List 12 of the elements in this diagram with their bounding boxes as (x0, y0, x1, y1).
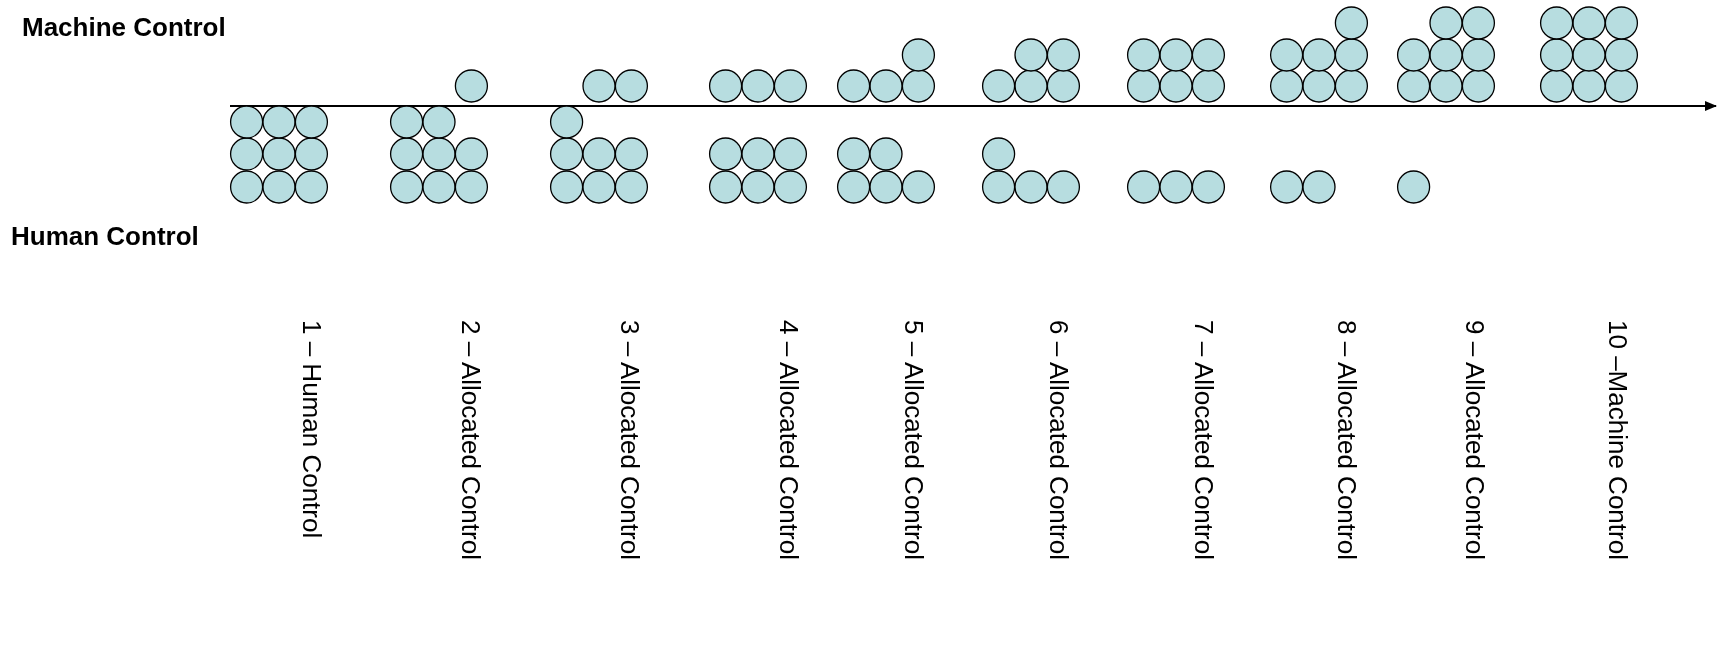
axis-label: Human Control (11, 221, 199, 252)
level-label: 2 – Allocated Control (455, 320, 485, 560)
level-label: 10 –Machine Control (1602, 320, 1632, 560)
level-label: 4 – Allocated Control (773, 320, 803, 560)
axis-label: Machine Control (22, 12, 226, 43)
level-label: 1 – Human Control (296, 320, 326, 539)
level-label: 7 – Allocated Control (1188, 320, 1218, 560)
level-label: 6 – Allocated Control (1043, 320, 1073, 560)
level-label: 3 – Allocated Control (614, 320, 644, 560)
level-label: 8 – Allocated Control (1331, 320, 1361, 560)
level-label: 9 – Allocated Control (1459, 320, 1489, 560)
level-label: 5 – Allocated Control (898, 320, 928, 560)
